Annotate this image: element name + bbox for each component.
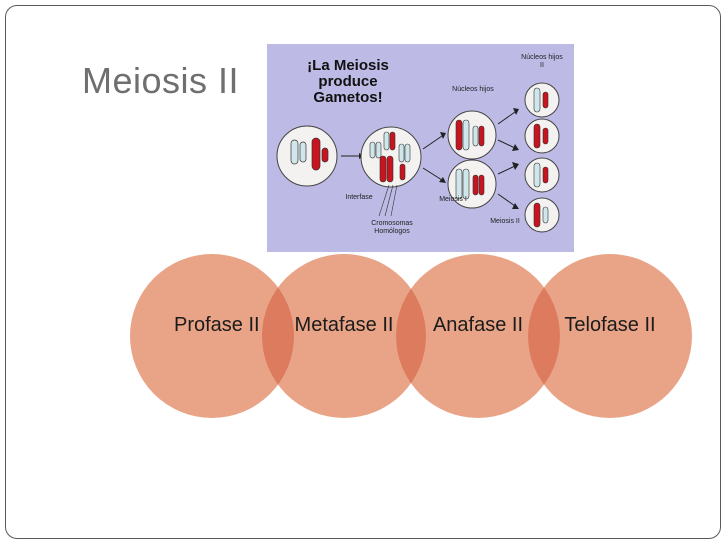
phase-label-profase: Profase II	[174, 314, 260, 336]
label-meiosis-i: Meiosis I	[439, 196, 467, 203]
illustration-heading: ¡La Meiosis produce Gametos!	[307, 57, 389, 106]
phase-circle-4	[528, 254, 692, 418]
interphase-cell	[360, 126, 422, 188]
meiosis-illustration: ¡La Meiosis produce Gametos! Núcleos hij…	[267, 44, 574, 252]
slide-title: Meiosis II	[82, 60, 240, 101]
phase-circle-2	[262, 254, 426, 418]
phase-label-anafase: Anafase II	[432, 314, 524, 336]
parent-cell	[276, 125, 338, 187]
phase-circle-1	[130, 254, 294, 418]
gamete-cell-2	[524, 118, 560, 154]
label-cromosomas-homologos: Cromosomas Homólogos	[371, 220, 413, 235]
gamete-cell-4	[524, 197, 560, 233]
gamete-cell-3	[524, 157, 560, 193]
label-meiosis-ii: Meiosis II	[490, 218, 520, 225]
daughter-cell-top	[447, 110, 497, 160]
daughter-cell-bottom	[447, 159, 497, 209]
phase-label-metafase: Metafase II	[294, 314, 394, 336]
phase-circle-3	[396, 254, 560, 418]
label-interfase: Interfase	[345, 194, 373, 201]
gamete-cell-1	[524, 82, 560, 118]
label-nucleos-hijos: Núcleos hijos	[452, 86, 494, 93]
meiosis-drawing	[276, 82, 560, 233]
label-nucleos-hijos-ii: Núcleos hijos II	[521, 54, 563, 69]
phase-label-telofase: Telofase II	[564, 314, 656, 336]
